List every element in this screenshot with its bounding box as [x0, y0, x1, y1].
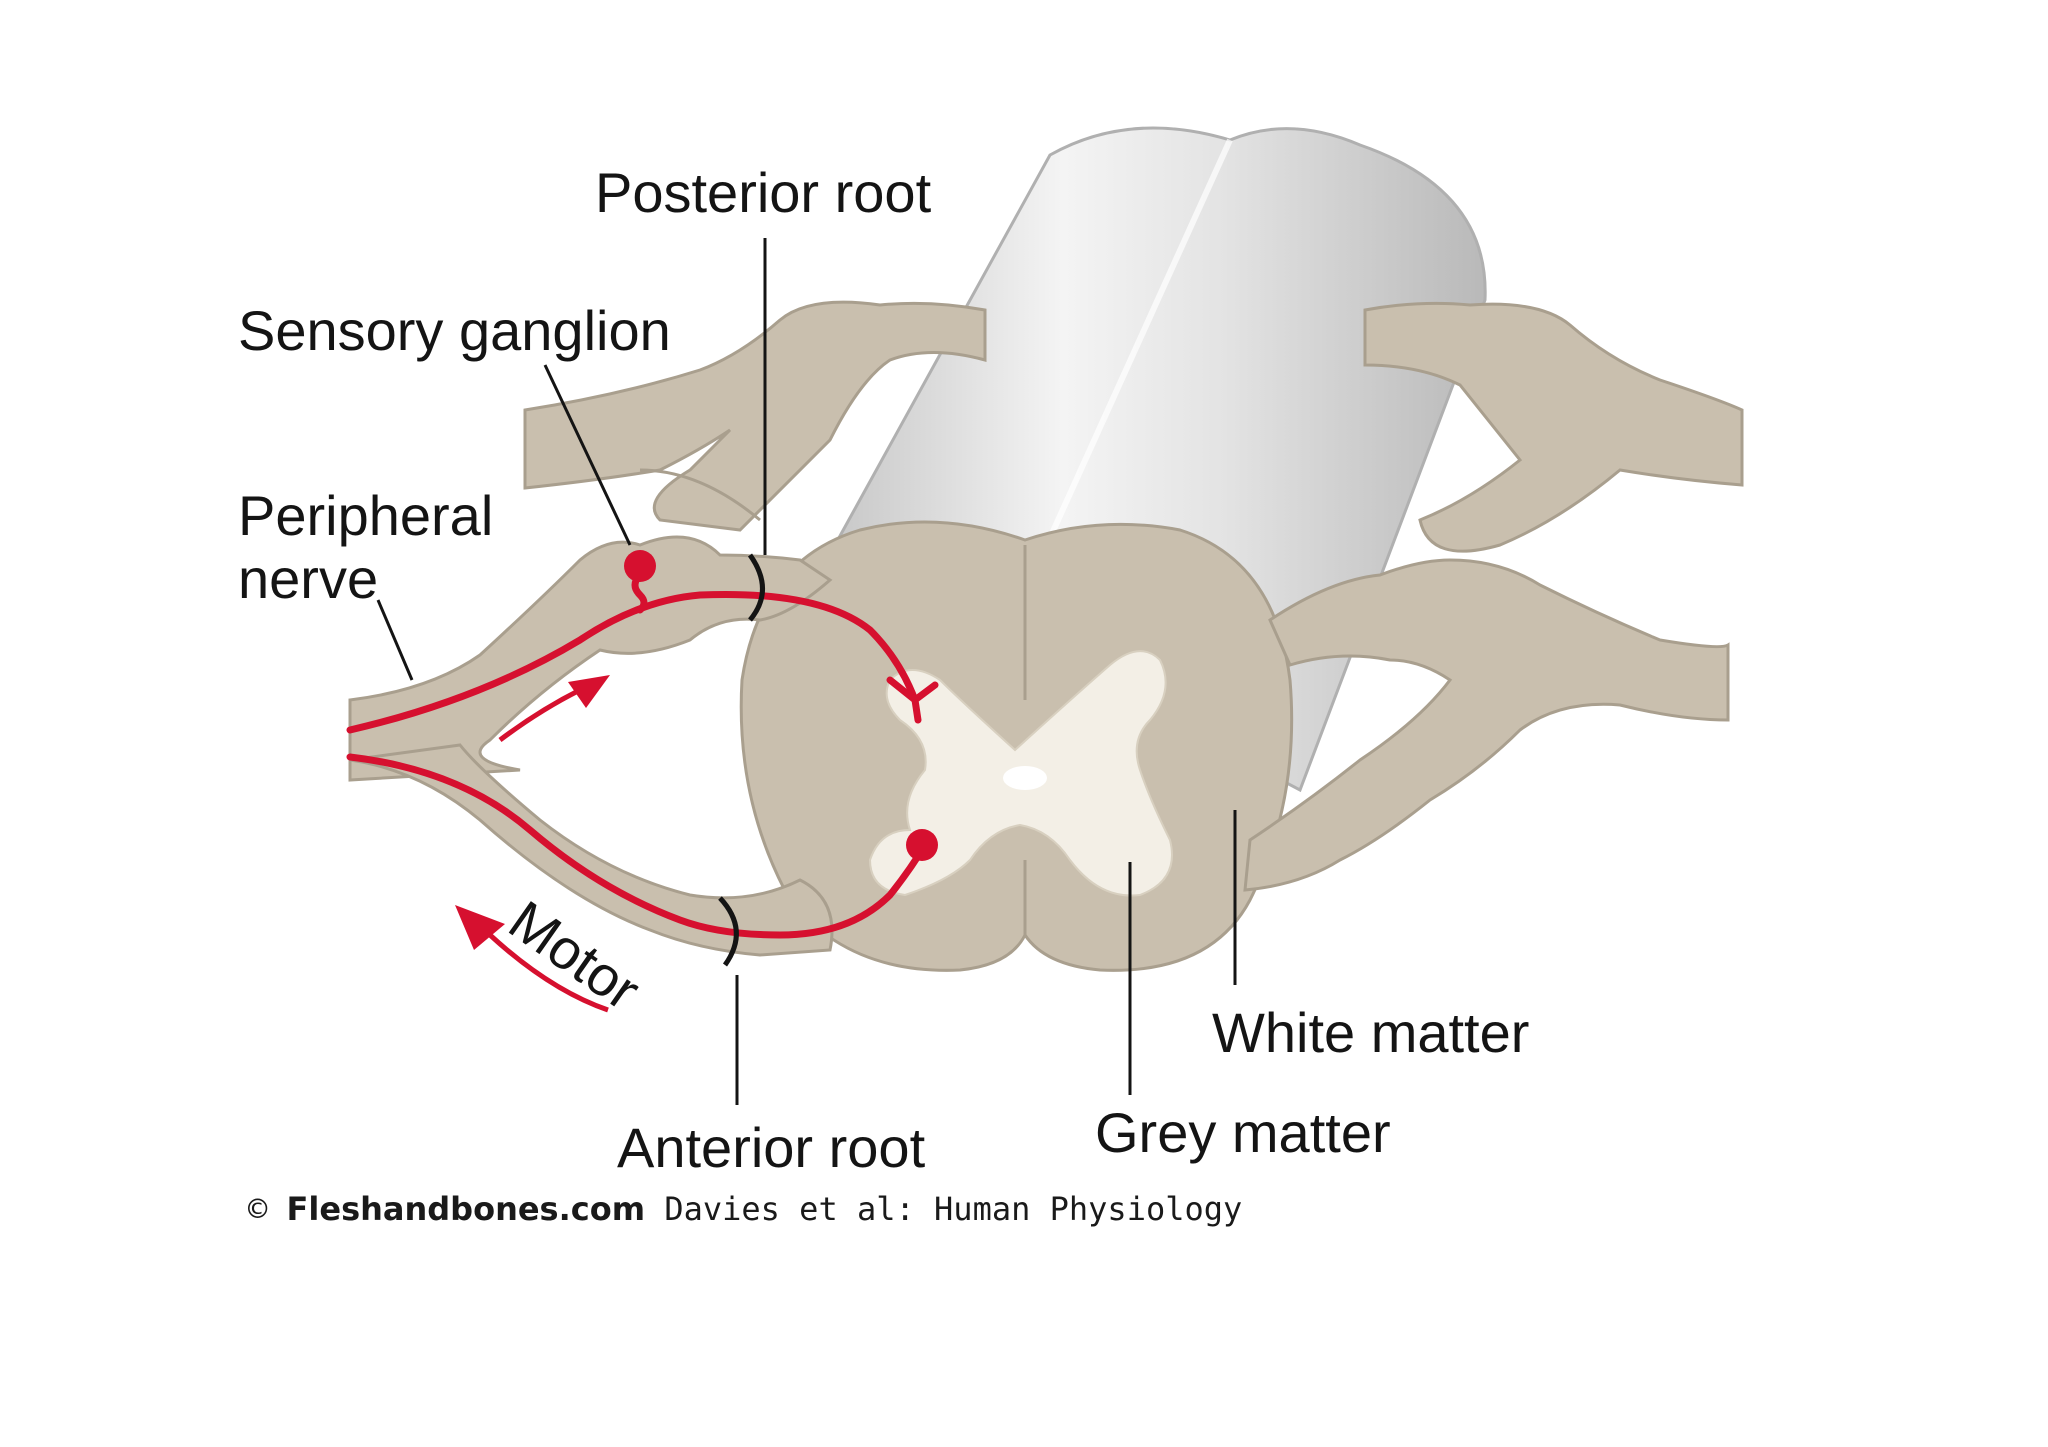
credit-site: Fleshandbones.com	[286, 1190, 646, 1228]
peripheral-nerve-label-line2: nerve	[238, 547, 378, 610]
far-nerve-roots	[523, 300, 1744, 553]
image-credit: © Fleshandbones.com Davies et al: Human …	[248, 1190, 1242, 1228]
cylinder-midline	[1037, 138, 1233, 562]
motor-neuron-cell-body	[906, 829, 938, 861]
white-matter-label: White matter	[1212, 1001, 1529, 1064]
peripheral-nerve-label-line1: Peripheral	[238, 484, 493, 547]
anterior-root-ring	[718, 896, 739, 967]
leader-lines	[376, 238, 1237, 1105]
central-canal	[1003, 766, 1047, 790]
motor-neuron-path	[346, 753, 929, 939]
motor-direction-arrow	[455, 905, 609, 1013]
credit-source: Davies et al: Human Physiology	[664, 1190, 1243, 1228]
grey-matter-label: Grey matter	[1095, 1101, 1391, 1164]
anterior-root-label: Anterior root	[617, 1116, 926, 1179]
sensory-neuron-cell-body	[624, 550, 656, 582]
posterior-root-label: Posterior root	[595, 161, 932, 224]
sensory-ganglion-label: Sensory ganglion	[238, 299, 671, 362]
sensory-neuron-path	[346, 590, 919, 734]
posterior-root-ring	[747, 553, 765, 622]
synapse-terminal	[886, 676, 939, 724]
copyright-symbol: ©	[248, 1190, 268, 1228]
sensory-direction-arrow	[498, 675, 610, 743]
